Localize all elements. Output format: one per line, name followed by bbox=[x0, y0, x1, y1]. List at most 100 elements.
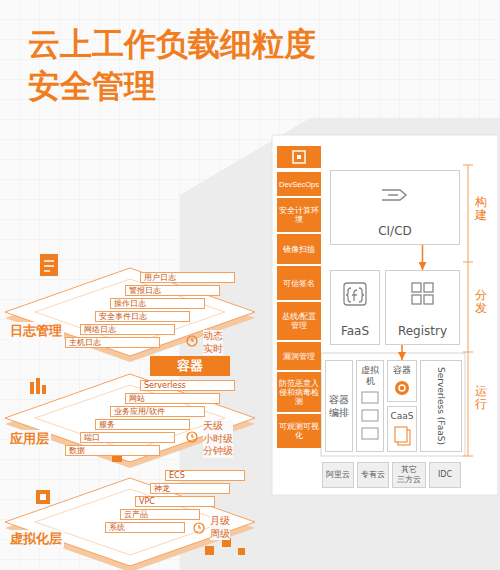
node-text: 基线/配置管理 bbox=[278, 312, 320, 330]
stage-label: 分发 bbox=[475, 289, 487, 315]
stage-label: 构建 bbox=[475, 196, 487, 222]
cicd-icon bbox=[382, 190, 406, 200]
layer-bar: ECS bbox=[165, 470, 245, 481]
node-text: 其它 三方云 bbox=[393, 465, 425, 485]
log-icon bbox=[44, 261, 54, 271]
log-icon bbox=[40, 254, 58, 276]
layer-bar: 端口 bbox=[80, 432, 175, 443]
clock-icons bbox=[187, 336, 197, 346]
faas-icon bbox=[346, 288, 351, 302]
node-text: 业务应用/软件 bbox=[114, 407, 201, 416]
faas-icon bbox=[344, 283, 366, 305]
container-icon bbox=[395, 381, 409, 395]
clock-icons bbox=[194, 523, 204, 533]
node-text: ECS bbox=[169, 471, 241, 480]
cube-icons bbox=[205, 546, 214, 555]
node-text: 防范恶意入侵和病毒检测 bbox=[278, 379, 320, 406]
node-text: 虚拟机 bbox=[357, 365, 383, 387]
stage-separator bbox=[463, 262, 473, 263]
clock-icons bbox=[192, 434, 194, 437]
vm-icons bbox=[362, 428, 378, 439]
cadence-label: 动态 实时 bbox=[203, 330, 223, 355]
registry-icon bbox=[412, 283, 433, 304]
node-text: 服务 bbox=[99, 420, 186, 429]
node-text: 容器 bbox=[150, 356, 230, 376]
app-icon bbox=[30, 378, 46, 394]
layer-bar: 主机日志 bbox=[65, 337, 160, 348]
runtime-region bbox=[321, 353, 465, 456]
security-cell: 镜像扫描 bbox=[277, 234, 321, 264]
clock-icons bbox=[192, 338, 194, 341]
layer-bar: Serverless bbox=[140, 380, 235, 391]
vm-icons bbox=[362, 410, 378, 421]
node-text: 数据 bbox=[69, 446, 156, 455]
node-text: 神龙 bbox=[154, 484, 226, 493]
node-text: CI/CD bbox=[378, 224, 412, 238]
node-text: 警报日志 bbox=[129, 286, 216, 295]
caas-icon bbox=[395, 427, 410, 445]
layer-bar: VPC bbox=[135, 496, 215, 507]
container-tab: 容器 bbox=[150, 356, 230, 376]
layer-bar: 操作日志 bbox=[110, 298, 205, 309]
flow-arrow bbox=[422, 245, 424, 270]
vm-icons bbox=[362, 392, 378, 439]
virtualization-plate bbox=[5, 478, 255, 566]
flow-arrow bbox=[401, 345, 403, 360]
layer-bar: 网络日志 bbox=[80, 324, 175, 335]
node-text: Registry bbox=[398, 324, 447, 338]
app-icon bbox=[42, 385, 46, 394]
layer-bar: 警报日志 bbox=[125, 285, 220, 296]
layer-bar: 网站 bbox=[125, 393, 220, 404]
node-text: 主机日志 bbox=[69, 338, 156, 347]
layer-bar: 数据 bbox=[65, 445, 160, 456]
registry-icon bbox=[424, 283, 433, 292]
cadence-label: 月级 周级 bbox=[210, 515, 230, 540]
vm-icons bbox=[362, 392, 378, 403]
node-text: 可信签名 bbox=[283, 279, 315, 288]
clock-icons bbox=[199, 525, 201, 528]
stage-label: 运行 bbox=[475, 385, 487, 411]
virt-icon bbox=[36, 490, 50, 504]
faas-icon bbox=[352, 290, 357, 301]
node-text: 端口 bbox=[84, 433, 171, 442]
runtime-box: 容器编排 bbox=[325, 360, 353, 452]
stage-separator bbox=[468, 165, 469, 456]
security-cell: 可观测可视化 bbox=[277, 414, 321, 448]
registry-icon bbox=[412, 295, 421, 304]
virt-icon bbox=[40, 494, 46, 500]
cloud-box: 阿里云 bbox=[322, 462, 354, 488]
layer-bar: 神龙 bbox=[150, 483, 230, 494]
node-text: Serverless bbox=[144, 381, 231, 390]
layer-bar: 系统 bbox=[105, 522, 185, 533]
cube-icons bbox=[112, 452, 245, 555]
layer-label: 虚拟化层 bbox=[8, 530, 64, 548]
node-text: 阿里云 bbox=[326, 470, 350, 480]
stage-separator bbox=[463, 456, 473, 457]
faas-icon bbox=[359, 288, 364, 302]
layer-bar: 安全事件日志 bbox=[95, 311, 190, 322]
stage-box: FaaS bbox=[330, 270, 380, 345]
layer-bar: 服务 bbox=[95, 419, 190, 430]
runtime-box: CaaS bbox=[387, 406, 417, 452]
node-text: 用户日志 bbox=[144, 273, 231, 282]
cube-icons bbox=[238, 548, 245, 555]
node-text: 镜像扫描 bbox=[283, 245, 315, 254]
cloud-box: IDC bbox=[429, 462, 461, 488]
layer-bar: 云产品 bbox=[120, 509, 200, 520]
security-cell: 漏洞管理 bbox=[277, 342, 321, 370]
clock-icons bbox=[187, 432, 197, 442]
runtime-box: 虚拟机 bbox=[356, 360, 384, 452]
node-text: 网站 bbox=[129, 394, 216, 403]
node-text: 系统 bbox=[109, 523, 181, 532]
layer-label: 应用层 bbox=[8, 430, 51, 448]
right-panel bbox=[180, 118, 500, 570]
application-plate bbox=[35, 385, 225, 451]
top-icon-cell bbox=[277, 146, 321, 168]
node-text: IDC bbox=[438, 470, 452, 480]
caas-icon bbox=[395, 427, 407, 442]
log-plate bbox=[5, 268, 255, 356]
node-text: 漏洞管理 bbox=[283, 352, 315, 361]
container-icon bbox=[399, 385, 405, 391]
stage-box: Registry bbox=[385, 270, 460, 345]
